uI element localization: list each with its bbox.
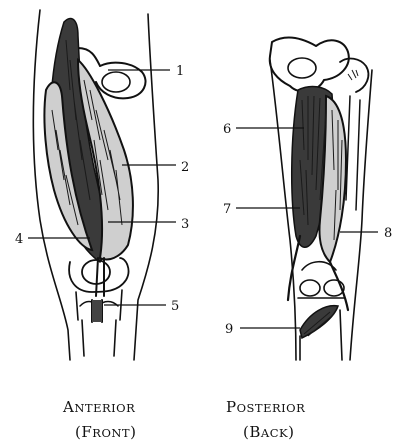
anterior-leg [33,10,158,360]
posterior-thigh-outline-right [350,70,372,360]
label-3: 3 [181,217,189,232]
label-4: 4 [15,232,23,247]
label-7: 7 [223,202,231,217]
posterior-pelvis-bone [270,38,349,92]
captions: ANTERIOR (FRONT) POSTERIOR (BACK) [62,398,305,441]
anterior-lower-leg-outline [82,320,116,356]
label-2: 2 [181,160,189,175]
caption-front: (FRONT) [75,423,136,441]
anterior-ligament [92,300,102,322]
posterior-ischium [288,58,316,78]
label-9: 9 [225,322,233,337]
label-6: 6 [223,122,231,137]
anterior-knee-joint [69,258,128,292]
caption-posterior: POSTERIOR [226,398,305,416]
caption-anterior: ANTERIOR [62,398,135,416]
anterior-thigh-outline-right [134,14,158,360]
label-8: 8 [384,226,392,241]
posterior-thigh-outline-left [270,60,296,360]
posterior-medial-tendon [330,262,348,310]
posterior-leg [270,38,372,360]
caption-back: (BACK) [243,423,294,441]
label-1: 1 [176,64,184,79]
posterior-lateral-condyle [300,280,320,296]
anterior-femoral-head [102,72,130,92]
label-5: 5 [171,299,179,314]
anterior-patellar-tendon [96,258,104,296]
posterior-trochanter-hatch [348,70,358,80]
posterior-femur-shaft [346,96,360,210]
